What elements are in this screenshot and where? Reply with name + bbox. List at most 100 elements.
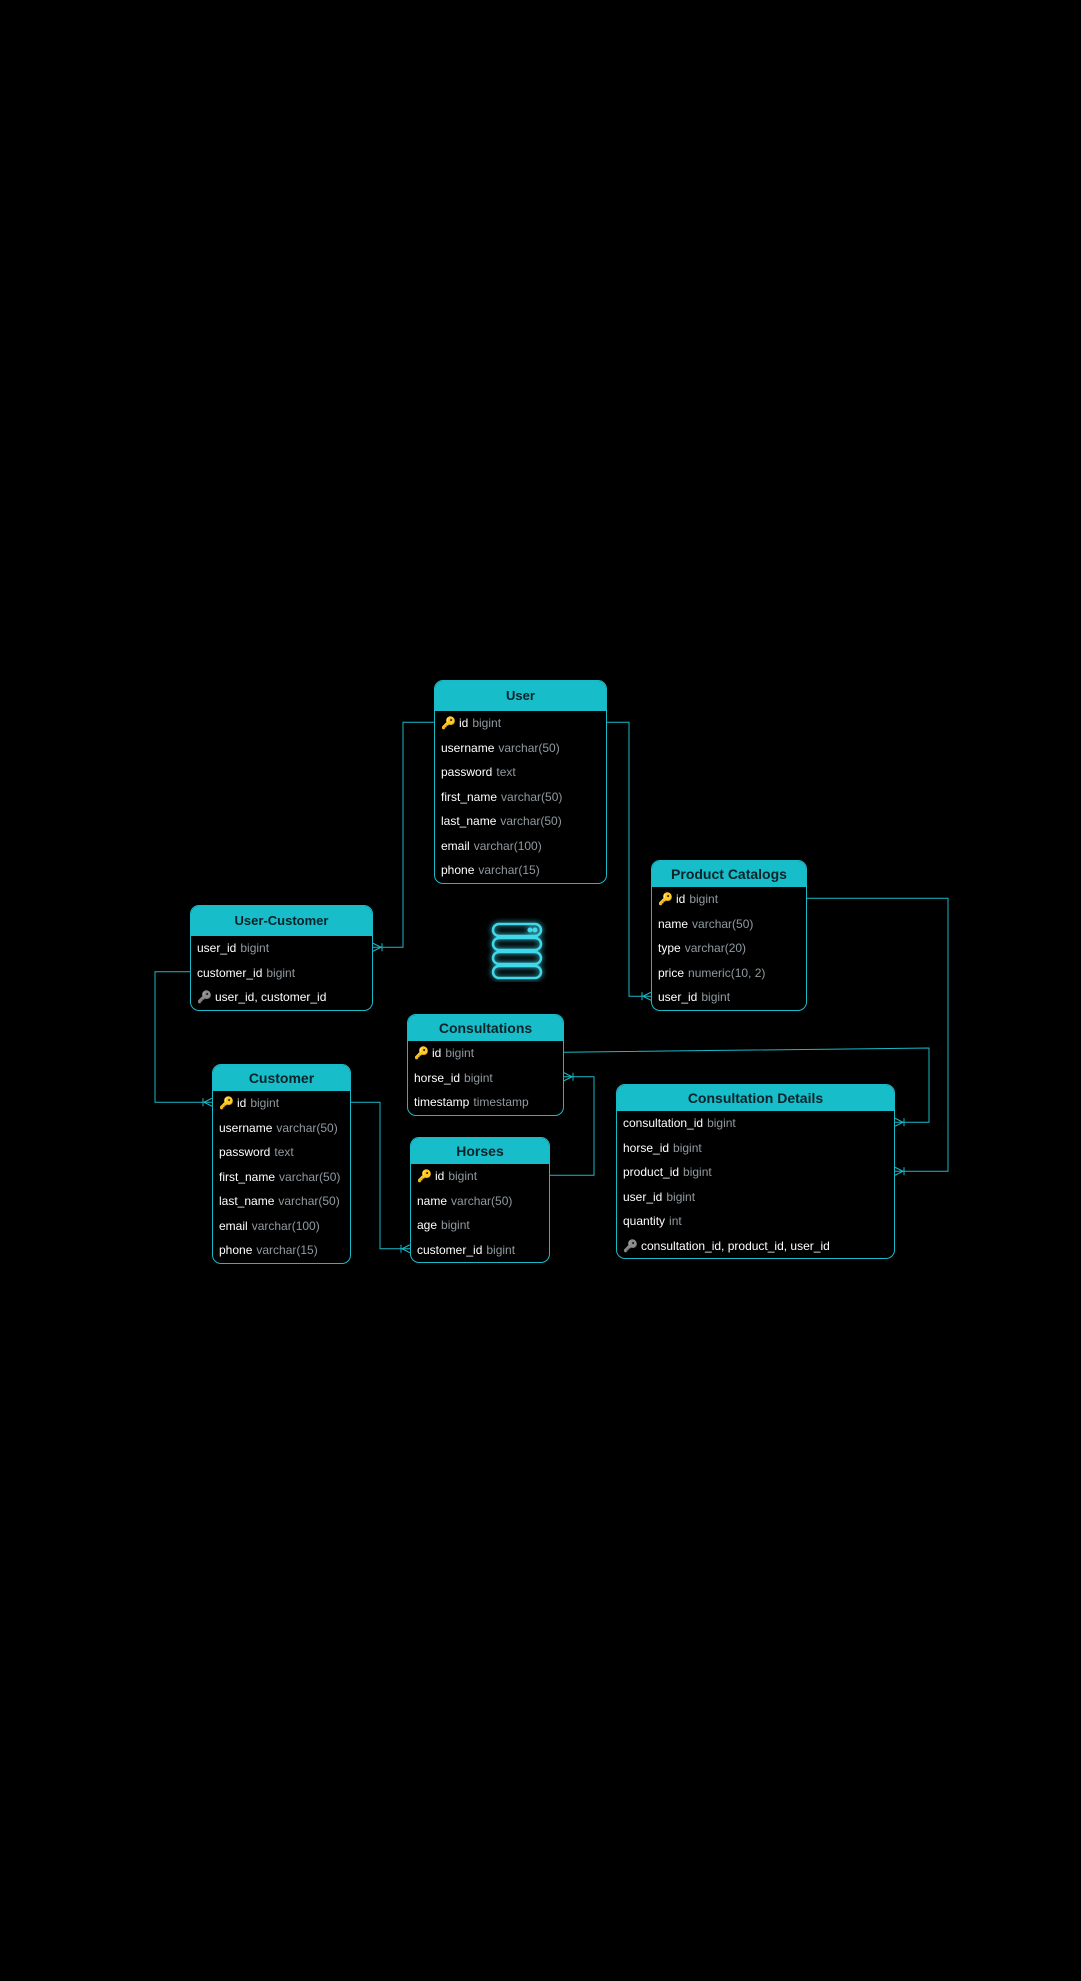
crows-foot-marker — [372, 942, 383, 952]
field-type: numeric(10, 2) — [688, 965, 766, 980]
relationship-line[interactable] — [563, 1047, 930, 1123]
table-title: Customer — [213, 1065, 350, 1091]
crows-foot-marker — [894, 1166, 905, 1176]
key-icon: 🔑 — [441, 716, 456, 731]
field-type: varchar(20) — [684, 941, 747, 956]
field-name: horse_id — [414, 1070, 461, 1085]
table-title: Horses — [411, 1138, 549, 1164]
field-type: text — [274, 1145, 294, 1160]
relationship-line[interactable] — [351, 1101, 410, 1250]
field-type: bigint — [707, 1116, 736, 1131]
field-type: bigint — [666, 1189, 696, 1204]
field-name: product_id — [623, 1165, 680, 1180]
field-type: text — [496, 765, 516, 780]
relationship-line[interactable] — [154, 971, 212, 1103]
field-name: id — [459, 716, 469, 731]
field-type: bigint — [266, 965, 296, 980]
field-name: id — [435, 1169, 445, 1184]
key-icon: 🔑 — [197, 990, 212, 1005]
crows-foot-marker — [563, 1072, 574, 1082]
field-type: bigint — [448, 1169, 478, 1184]
field-row[interactable]: user_id bigint — [191, 936, 372, 961]
field-name: id — [676, 892, 686, 907]
field-name: name — [417, 1193, 448, 1208]
field-type: varchar(50) — [279, 1169, 341, 1184]
field-name: consultation_id, product_id, user_id — [641, 1238, 830, 1253]
relationship-line[interactable] — [373, 721, 434, 948]
field-row[interactable]: 🔑consultation_id, product_id, user_id — [617, 1234, 894, 1259]
crows-foot-marker — [894, 1117, 905, 1127]
field-name: phone — [441, 863, 475, 878]
field-type: bigint — [250, 1096, 280, 1111]
database-icon — [486, 918, 548, 982]
key-icon: 🔑 — [623, 1238, 638, 1253]
field-name: price — [658, 965, 685, 980]
field-type: bigint — [689, 892, 719, 907]
field-name: timestamp — [414, 1095, 470, 1110]
crows-foot-marker — [400, 1244, 411, 1254]
field-type: varchar(50) — [278, 1194, 340, 1209]
field-type: varchar(15) — [256, 1243, 318, 1258]
field-type: varchar(50) — [451, 1193, 513, 1208]
field-name: customer_id — [417, 1242, 483, 1257]
field-name: username — [219, 1120, 273, 1135]
field-type: varchar(50) — [501, 789, 563, 804]
field-type: varchar(100) — [473, 838, 542, 853]
relationship-line[interactable] — [607, 721, 651, 997]
relationship-line[interactable] — [807, 897, 949, 1172]
relationship-line[interactable] — [550, 1076, 595, 1176]
field-name: first_name — [219, 1169, 276, 1184]
field-type: timestamp — [473, 1095, 529, 1110]
field-type: bigint — [486, 1242, 516, 1257]
field-type: bigint — [240, 941, 270, 956]
table-title: User-Customer — [191, 906, 372, 936]
field-type: bigint — [701, 990, 731, 1005]
field-name: username — [441, 740, 495, 755]
field-name: user_id — [623, 1189, 663, 1204]
field-type: varchar(50) — [500, 814, 562, 829]
field-row[interactable]: 🔑user_id, customer_id — [191, 985, 372, 1010]
field-name: email — [441, 838, 470, 853]
field-name: password — [441, 765, 493, 780]
